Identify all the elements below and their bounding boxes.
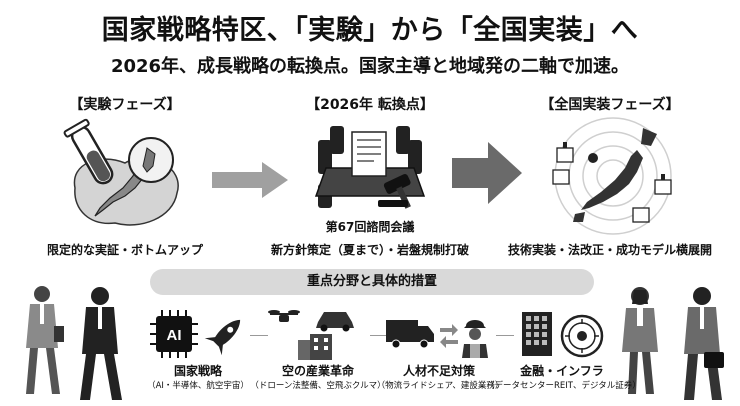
focus-detail-labor-shortage: （物流ライドシェア、建設業務） xyxy=(376,381,504,391)
ai-chip-rocket-icon: AI xyxy=(150,310,241,358)
phase-caption-experiment: 限定的な実証・ボトムアップ xyxy=(46,243,203,257)
focus-name-finance-infra: 金融・インフラ xyxy=(520,364,604,378)
arrow-right-large-icon xyxy=(452,142,522,204)
divider xyxy=(250,335,268,336)
focus-detail-national-strategy: （AI・半導体、航空宇宙） xyxy=(147,381,249,391)
business-people-right-icon xyxy=(622,287,724,400)
focus-detail-sky-revolution: （ドローン法整備、空飛ぶクルマ） xyxy=(250,381,386,391)
test-tube-japan-map-icon xyxy=(63,118,179,226)
focus-areas-banner: 重点分野と具体的措置 xyxy=(150,269,594,295)
radar-japan-map-icon xyxy=(552,117,672,235)
page-subtitle: 2026年、成長戦略の転換点。国家主導と地域発の二軸で加速。 xyxy=(110,56,630,77)
arrow-right-icon xyxy=(212,162,288,198)
phase-caption-national: 技術実装・法改正・成功モデル横展開 xyxy=(507,243,712,257)
drone-car-building-icon xyxy=(268,310,354,360)
phase-label-national: 【全国実装フェーズ】 xyxy=(540,97,680,113)
focus-name-sky-revolution: 空の産業革命 xyxy=(281,364,354,378)
focus-name-national-strategy: 国家戦略 xyxy=(173,364,222,378)
building-coin-icon xyxy=(522,312,604,358)
page-title: 国家戦略特区、「実験」から「全国実装」へ xyxy=(101,15,639,46)
divider xyxy=(496,335,514,336)
divider xyxy=(370,335,386,336)
focus-detail-finance-infra: （データセンターREIT、デジタル証券） xyxy=(486,381,641,391)
phase-caption-turning-point: 新方針策定（夏まで）・岩盤規制打破 xyxy=(270,243,469,257)
focus-name-labor-shortage: 人材不足対策 xyxy=(402,364,475,378)
phase-label-experiment: 【実験フェーズ】 xyxy=(69,97,181,113)
phase-label-turning-point: 【2026年 転換点】 xyxy=(306,97,434,113)
meeting-label: 第67回諮問会議 xyxy=(325,220,415,234)
business-people-left-icon xyxy=(26,286,122,400)
truck-worker-icon xyxy=(386,320,488,358)
svg-text:AI: AI xyxy=(167,327,182,344)
meeting-table-gavel-icon xyxy=(314,126,426,209)
